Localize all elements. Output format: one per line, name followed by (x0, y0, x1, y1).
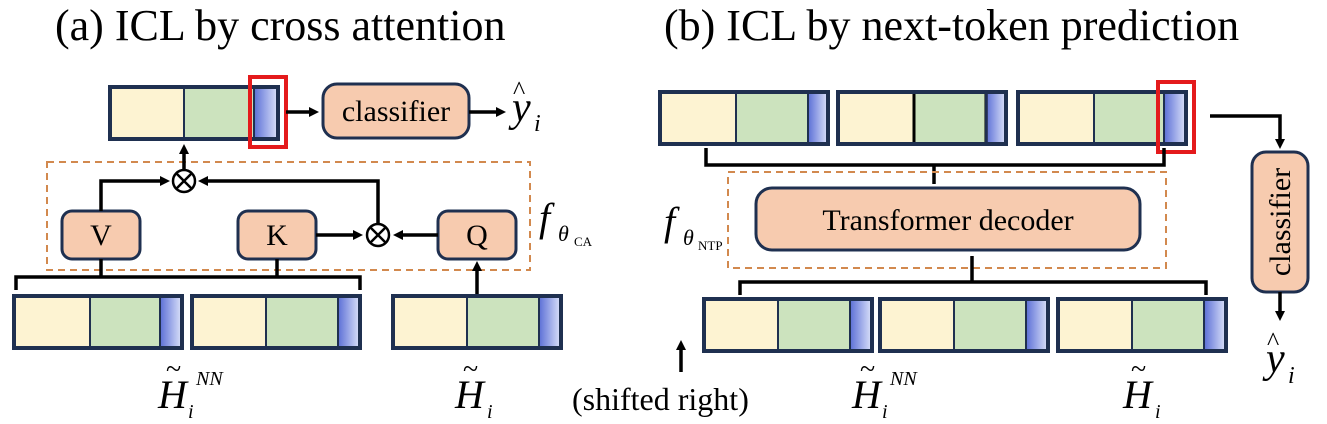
panel-b-shifted-label: (shifted right) (572, 381, 749, 417)
panel-b-transformer-decoder: Transformer decoder (754, 186, 1142, 252)
panel-b-f-theta-ntp: f θ NTP (664, 199, 723, 253)
panel-a-nn-embedding-1 (12, 294, 184, 350)
svg-text:θ: θ (558, 221, 569, 246)
svg-text:H: H (157, 372, 189, 417)
svg-text:i: i (1155, 401, 1161, 423)
svg-text:f: f (664, 199, 680, 244)
svg-text:NN: NN (195, 368, 224, 390)
panel-a-y-hat: y ^ i (508, 76, 541, 137)
panel-b-highlight-token (1156, 80, 1196, 154)
panel-a-output-embedding (108, 75, 288, 149)
svg-text:~: ~ (1131, 354, 1146, 385)
panel-a-h-label: H ~ i (454, 354, 493, 423)
panel-b-bottom-embedding-1 (702, 297, 874, 353)
svg-text:Q: Q (466, 219, 488, 252)
panel-b-bottom-bracket (738, 280, 1208, 295)
panel-b-top-embedding-1 (658, 90, 830, 146)
svg-text:^: ^ (1267, 327, 1279, 356)
svg-text:y: y (508, 85, 531, 131)
panel-a-f-theta-ca: f θ CA (539, 195, 593, 249)
panel-a-classifier-label: classifier (342, 95, 450, 128)
panel-b-classifier-label: classifier (1264, 168, 1297, 276)
panel-a-nn-embedding-2 (190, 294, 362, 350)
svg-text:~: ~ (166, 354, 181, 385)
panel-a-h-nn-label: H ~ i NN (157, 354, 224, 423)
panel-b-top-embedding-2 (836, 90, 1008, 146)
svg-text:i: i (882, 401, 888, 423)
panel-b-bottom-embedding-2 (878, 297, 1050, 353)
panel-b: (b) ICL by next-token prediction (572, 1, 1310, 423)
svg-text:f: f (539, 195, 555, 240)
svg-text:i: i (534, 111, 541, 137)
panel-b-decoder-module (727, 171, 1167, 269)
panel-b-y-hat: y ^ i (1262, 327, 1295, 389)
svg-text:NN: NN (889, 368, 918, 390)
panel-a-q-box: Q (436, 209, 518, 261)
panel-a-query-embedding (391, 294, 563, 350)
panel-b-top-bracket (704, 148, 1166, 167)
panel-a-classifier: classifier (321, 82, 471, 140)
panel-b-title: (b) ICL by next-token prediction (664, 1, 1239, 50)
panel-b-top-embedding-3 (1016, 80, 1196, 154)
svg-text:θ: θ (683, 225, 694, 250)
svg-text:~: ~ (463, 354, 478, 385)
svg-text:CA: CA (574, 234, 593, 249)
svg-text:H: H (851, 372, 883, 417)
svg-text:~: ~ (860, 354, 875, 385)
svg-text:^: ^ (513, 76, 525, 105)
svg-text:K: K (266, 219, 288, 252)
svg-text:i: i (1288, 363, 1295, 389)
panel-a-attention-module (46, 161, 531, 271)
svg-text:i: i (487, 401, 493, 423)
svg-text:y: y (1262, 336, 1285, 382)
panel-b-h-nn-label: H ~ i NN (851, 354, 918, 423)
panel-b-classifier: classifier (1250, 150, 1310, 294)
panel-a-otimes-top (171, 168, 197, 194)
panel-a-nn-bracket (14, 275, 362, 290)
panel-a-v-box: V (60, 209, 142, 261)
svg-text:H: H (1122, 372, 1154, 417)
panel-a-otimes-right (365, 222, 391, 248)
svg-text:H: H (454, 372, 486, 417)
panel-a-k-box: K (236, 209, 318, 261)
panel-b-bottom-embedding-3 (1056, 297, 1228, 353)
panel-a-title: (a) ICL by cross attention (55, 1, 505, 50)
panel-a: (a) ICL by cross attention classifier y … (12, 1, 593, 423)
svg-text:NTP: NTP (698, 238, 723, 253)
panel-b-h-label: H ~ i (1122, 354, 1161, 423)
svg-text:V: V (90, 219, 112, 252)
panel-b-transformer-label: Transformer decoder (822, 204, 1073, 237)
svg-text:i: i (188, 401, 194, 423)
